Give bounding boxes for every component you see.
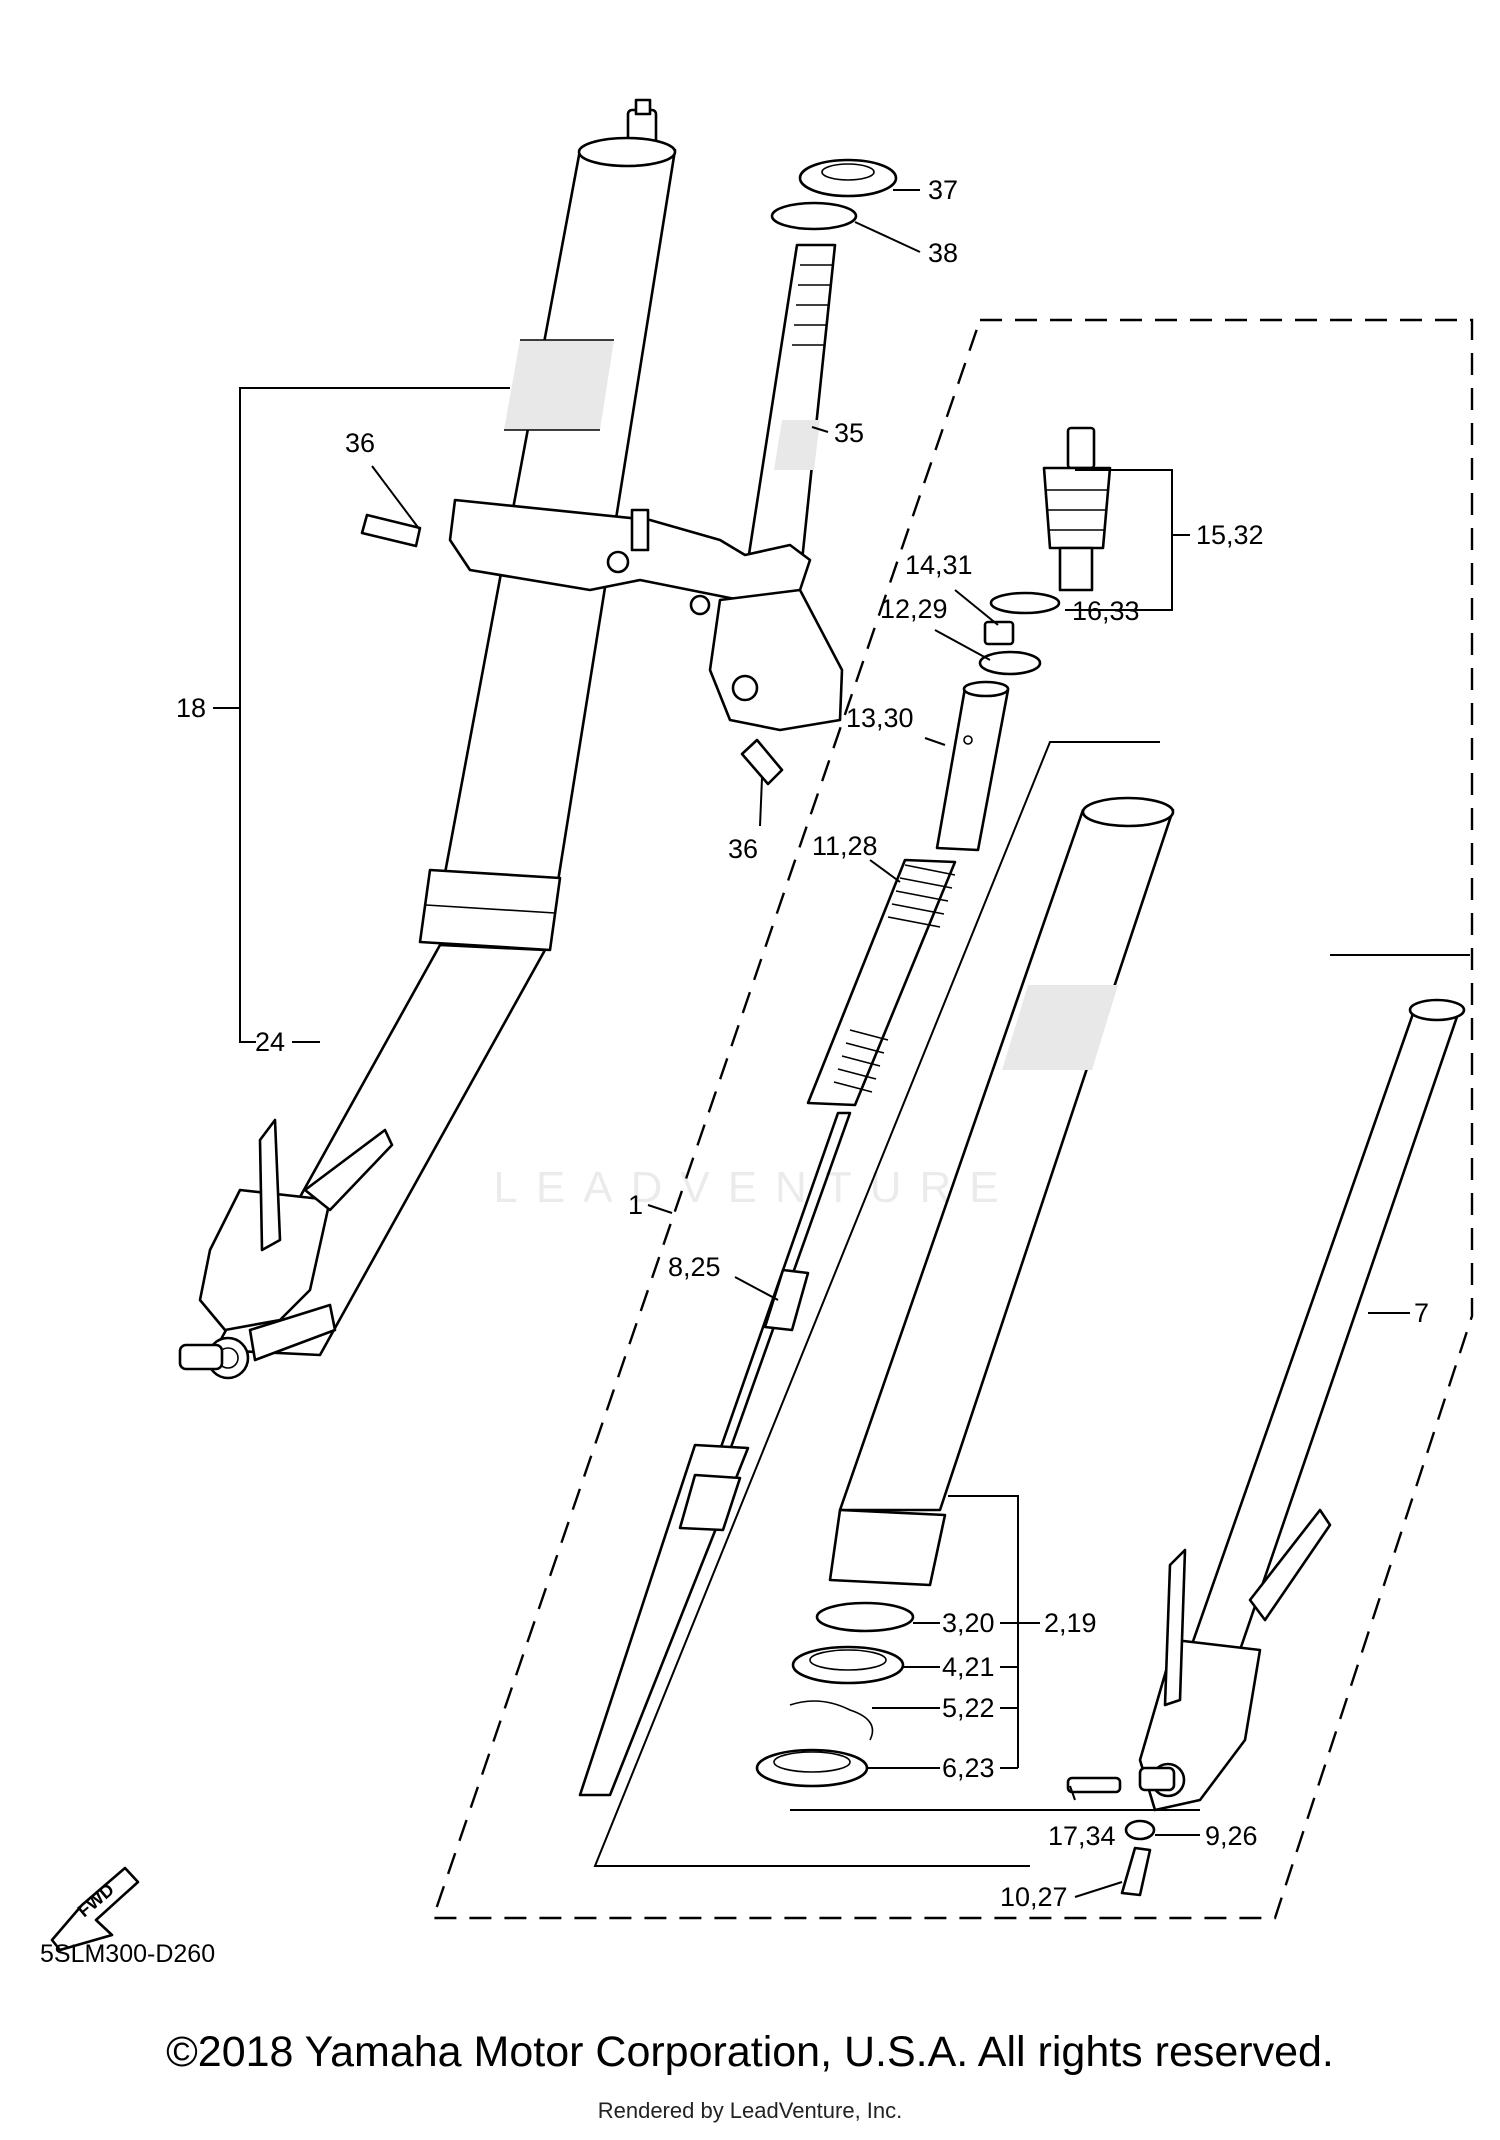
label-9-26: 9,26 <box>1205 1821 1258 1851</box>
damper-cartridge <box>578 1443 750 1797</box>
left-pinch-bolt <box>178 1343 224 1371</box>
label-37: 37 <box>928 175 958 205</box>
o-ring <box>989 591 1061 615</box>
label-4-21: 4,21 <box>942 1652 995 1682</box>
washer-12 <box>978 650 1042 676</box>
left-caliper-mount <box>303 1128 394 1212</box>
label-14-31: 14,31 <box>905 550 973 580</box>
diagram-code: 5SLM300-D260 <box>40 1940 216 1968</box>
steering-stem-assembly <box>360 243 844 786</box>
assembly-1-boundary <box>431 318 1474 1920</box>
pinch-bolt-lower <box>740 738 784 786</box>
right-sensor-arm <box>1163 1548 1187 1707</box>
left-fork-dust-seal <box>418 868 562 952</box>
label-18: 18 <box>176 693 206 723</box>
inner-tube <box>828 796 1175 1587</box>
damper-rod <box>578 1111 852 1797</box>
left-fork-top <box>577 136 677 168</box>
clip-5 <box>789 1700 874 1741</box>
clamp-bolt-hole <box>731 674 759 702</box>
watermark-text: LEADVENTURE <box>493 1163 1017 1212</box>
label-1: 1 <box>628 1190 643 1220</box>
label-3-20: 3,20 <box>942 1608 995 1638</box>
damper-cartridge-band <box>678 1473 742 1532</box>
washer <box>770 201 858 231</box>
label-36-upper: 36 <box>345 428 375 458</box>
label-8-25: 8,25 <box>668 1252 721 1282</box>
label-6-23: 6,23 <box>942 1753 995 1783</box>
ring-nut-washer <box>770 158 898 231</box>
collar-13 <box>935 686 1010 852</box>
small-hardware <box>1066 1776 1156 1897</box>
label-38: 38 <box>928 238 958 268</box>
copyright-notice: ©2018 Yamaha Motor Corporation, U.S.A. A… <box>166 2028 1334 2076</box>
outer-tube <box>1138 998 1466 1812</box>
cap-bolt-adjuster <box>1066 426 1096 470</box>
label-24: 24 <box>255 1027 285 1057</box>
seal-3 <box>815 1601 915 1633</box>
label-16-33: 16,33 <box>1072 596 1140 626</box>
damper-rod-piston <box>763 1268 810 1332</box>
fork-spring-body <box>806 858 957 1107</box>
part-labels: 37 38 35 36 36 18 24 15,32 16,33 14,31 1… <box>176 175 1429 1912</box>
bracket-hole-2 <box>689 594 711 616</box>
cap-bolt-stem <box>1058 546 1094 592</box>
steering-stem-shaft <box>743 243 837 582</box>
bolt-10 <box>1120 1846 1152 1897</box>
washer-9 <box>1124 1819 1156 1841</box>
fwd-arrow <box>50 1866 140 1952</box>
under-bracket-right-clamp <box>708 588 844 732</box>
cap-bolt-body <box>1042 466 1112 550</box>
label-10-27: 10,27 <box>1000 1882 1068 1912</box>
label-12-29: 12,29 <box>880 594 948 624</box>
bracket-tab <box>630 508 650 552</box>
inner-tube-lower <box>828 1508 947 1587</box>
left-axle-bracket <box>198 1188 332 1332</box>
bracket-hole <box>606 550 630 574</box>
label-17-34: 17,34 <box>1048 1821 1116 1851</box>
fork-spring <box>806 858 957 1107</box>
dust-seal-6 <box>755 1748 869 1788</box>
label-2-19: 2,19 <box>1044 1608 1097 1638</box>
right-caliper-mount <box>1248 1508 1332 1622</box>
label-35: 35 <box>834 418 864 448</box>
ring-nut <box>798 158 898 198</box>
label-5-22: 5,22 <box>942 1693 995 1723</box>
pinch-bolt-upper <box>360 513 422 548</box>
outer-tube-body <box>1188 1006 1462 1652</box>
rendered-by-credit: Rendered by LeadVenture, Inc. <box>597 2098 903 2123</box>
label-15-32: 15,32 <box>1196 520 1264 550</box>
leader-lines <box>213 189 1470 1898</box>
label-13-30: 13,30 <box>846 703 914 733</box>
damper-components <box>935 620 1042 852</box>
oil-seal-4 <box>791 1645 905 1685</box>
seal-stack <box>755 1601 915 1788</box>
fwd-direction-badge: FWD <box>50 1866 140 1952</box>
left-fork-foot <box>248 1303 337 1362</box>
label-36-lower: 36 <box>728 834 758 864</box>
label-7: 7 <box>1414 1298 1429 1328</box>
cap-bolt-assembly <box>989 426 1112 615</box>
fork-adjuster <box>634 98 652 116</box>
label-11-28: 11,28 <box>812 831 878 861</box>
bolt-17 <box>1066 1776 1122 1794</box>
left-sensor-arm <box>258 1118 282 1252</box>
nut-14 <box>983 620 1015 646</box>
